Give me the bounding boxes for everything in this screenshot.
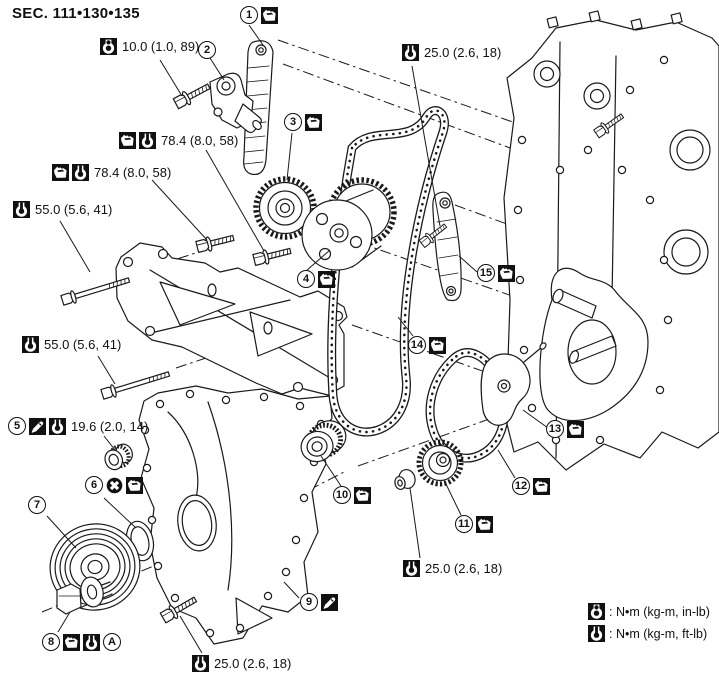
callout-number: 4 [297,270,315,288]
callout-11: 11 [455,515,493,533]
engine-oil-icon [318,270,335,288]
torque-wrench-in-lb-icon [100,38,117,55]
callout-12: 12 [512,477,550,495]
callout-14: 14 [408,336,446,354]
torque-label-25-bottom: 25.0 (2.6, 18) [192,655,291,672]
engine-oil-icon [52,164,69,181]
engine-oil-icon [567,420,584,438]
callout-15: 15 [477,264,515,282]
torque-wrench-ft-lb-icon [22,336,39,353]
torque-wrench-ft-lb-icon [192,655,209,672]
torque-label-25-right: 25.0 (2.6, 18) [403,560,502,577]
engine-oil-icon [261,6,278,24]
torque-value: 78.4 (8.0, 58) [161,133,239,148]
callout-7: 7 [28,496,46,514]
callout-2: 2 [198,41,216,59]
torque-wrench-ft-lb-icon [403,560,420,577]
drain-plug [104,443,133,471]
engine-oil-icon [354,486,371,504]
torque-wrench-ft-lb-icon [139,132,156,149]
torque-wrench-ft-lb-icon [49,417,66,435]
engine-oil-icon [305,113,322,131]
torque-wrench-ft-lb-icon [72,164,89,181]
chain-tensioner [209,72,262,134]
callout-number: 14 [408,336,426,354]
torque-value: 78.4 (8.0, 58) [94,165,172,180]
torque-wrench-ft-lb-icon [588,625,605,642]
pulley-bolt [56,576,113,615]
letter-a-badge: A [103,633,121,651]
torque-legend: : N•m (kg-m, in-lb) : N•m (kg-m, ft-lb) [588,603,710,642]
torque-wrench-ft-lb-icon [83,633,100,651]
torque-label-78-upper: 78.4 (8.0, 58) [119,132,238,149]
engine-oil-icon [63,633,80,651]
callout-number: 12 [512,477,530,495]
torque-wrench-ft-lb-icon [13,201,30,218]
torque-value: 10.0 (1.0, 89) [122,39,200,54]
callout-9: 9 [300,593,338,611]
legend-label: : N•m (kg-m, ft-lb) [609,626,708,641]
callout-10: 10 [333,486,371,504]
engine-oil-icon [476,515,493,533]
callout-number: 8 [42,633,60,651]
legend-label: : N•m (kg-m, in-lb) [609,604,710,619]
torque-value: 19.6 (2.0, 14) [71,418,149,434]
engine-oil-icon [498,264,515,282]
chain-guide-tension-side [243,40,274,176]
callout-number: 1 [240,6,258,24]
callout-5: 5 19.6 (2.0, 14) [8,417,148,435]
liquid-gasket-icon [321,593,338,611]
callout-number: 11 [455,515,473,533]
torque-value: 25.0 (2.6, 18) [214,656,292,671]
oil-pump-chain-tensioner [480,342,547,426]
oil-pump-sprocket [416,439,464,487]
callout-number: 9 [300,593,318,611]
callout-number: 10 [333,486,351,504]
callout-13: 13 [546,420,584,438]
callout-number: 7 [28,496,46,514]
vtc-intake-sprocket-assembly [301,177,397,271]
torque-wrench-ft-lb-icon [402,44,419,61]
leader-lines [46,24,549,654]
timing-chain [332,111,445,432]
engine-oil-icon [429,336,446,354]
torque-label-55-upper: 55.0 (5.6, 41) [13,201,112,218]
liquid-gasket-icon [29,417,46,435]
pump-sprocket-washer [394,468,416,491]
callout-4: 4 [297,270,335,288]
callout-number: 3 [284,113,302,131]
do-not-reuse-icon [106,477,123,493]
callout-number: 5 [8,417,26,435]
callout-8: 8 A [42,633,121,651]
callout-1: 1 [240,6,278,24]
torque-value: 25.0 (2.6, 18) [425,561,503,576]
callout-number: 13 [546,420,564,438]
engine-oil-icon [533,477,550,495]
torque-label-55-lower: 55.0 (5.6, 41) [22,336,121,353]
chain-guide-slack-side [432,191,462,302]
engine-mount-bracket [115,242,348,396]
callout-number: 15 [477,264,495,282]
torque-label-78-lower: 78.4 (8.0, 58) [52,164,171,181]
engine-oil-icon [119,132,136,149]
section-title: SEC. 111•130•135 [12,5,140,22]
engine-oil-icon [126,476,143,494]
callout-3: 3 [284,113,322,131]
torque-label-10: 10.0 (1.0, 89) [100,38,199,55]
exhaust-cam-sprocket [253,176,317,240]
callout-number: 6 [85,476,103,494]
torque-value: 55.0 (5.6, 41) [44,337,122,352]
engine-block [503,10,719,471]
legend-row-in-lb: : N•m (kg-m, in-lb) [588,603,710,620]
legend-row-ft-lb: : N•m (kg-m, ft-lb) [588,625,710,642]
torque-value: 55.0 (5.6, 41) [35,202,113,217]
callout-6: 6 [85,476,143,494]
front-cover [138,385,333,645]
torque-value: 25.0 (2.6, 18) [424,45,502,60]
torque-label-25-top: 25.0 (2.6, 18) [402,44,501,61]
torque-wrench-in-lb-icon [588,603,605,620]
callout-number: 2 [198,41,216,59]
crankshaft-sprocket [300,420,347,463]
